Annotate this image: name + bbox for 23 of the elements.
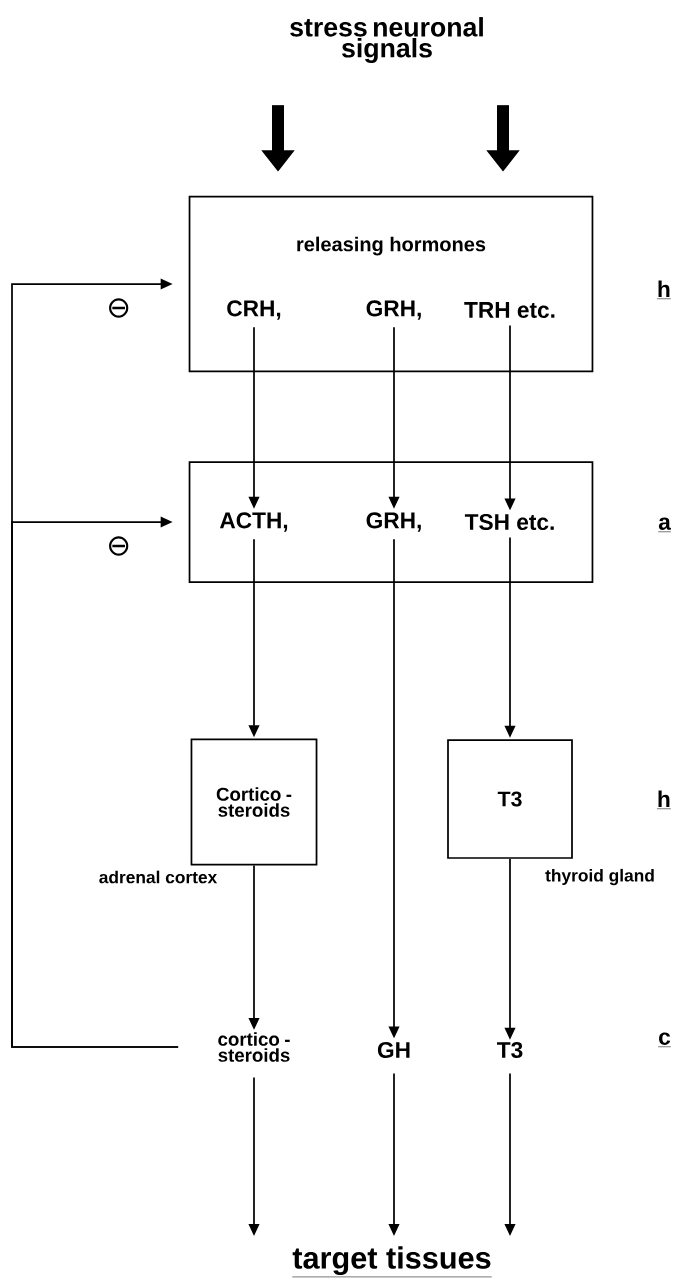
inhibition-sign: ⊖ — [106, 536, 131, 556]
gland-box: Cortico - steroids — [190, 738, 318, 866]
organ-label: adrenal cortex — [99, 870, 218, 884]
hormone-label: GH — [377, 1042, 410, 1059]
section-letter: a — [657, 517, 672, 532]
hormone-label: TRH etc. — [464, 302, 555, 318]
hormone-label: cortico - steroids — [218, 1032, 290, 1062]
target-label: target tissues — [292, 1246, 492, 1278]
hormone-label: TSH etc. — [464, 514, 554, 531]
gland-box: T3 — [447, 739, 573, 859]
gland-box — [188, 461, 594, 583]
hormone-label: stress neuronal signals — [290, 17, 483, 63]
section-letter: c — [657, 1032, 672, 1047]
hormone-label: GRH, — [366, 512, 421, 532]
hormone-label: GRH, — [366, 300, 421, 320]
organ-label: thyroid gland — [545, 868, 654, 886]
hormone-label: ACTH, — [219, 512, 288, 532]
section-letter: h — [656, 280, 672, 299]
hormone-label: CRH, — [227, 300, 281, 320]
hormone-label: T3 — [497, 1041, 523, 1059]
inhibition-sign: ⊖ — [106, 298, 131, 318]
arrow — [11, 516, 179, 1048]
section-letter: h — [656, 790, 672, 810]
